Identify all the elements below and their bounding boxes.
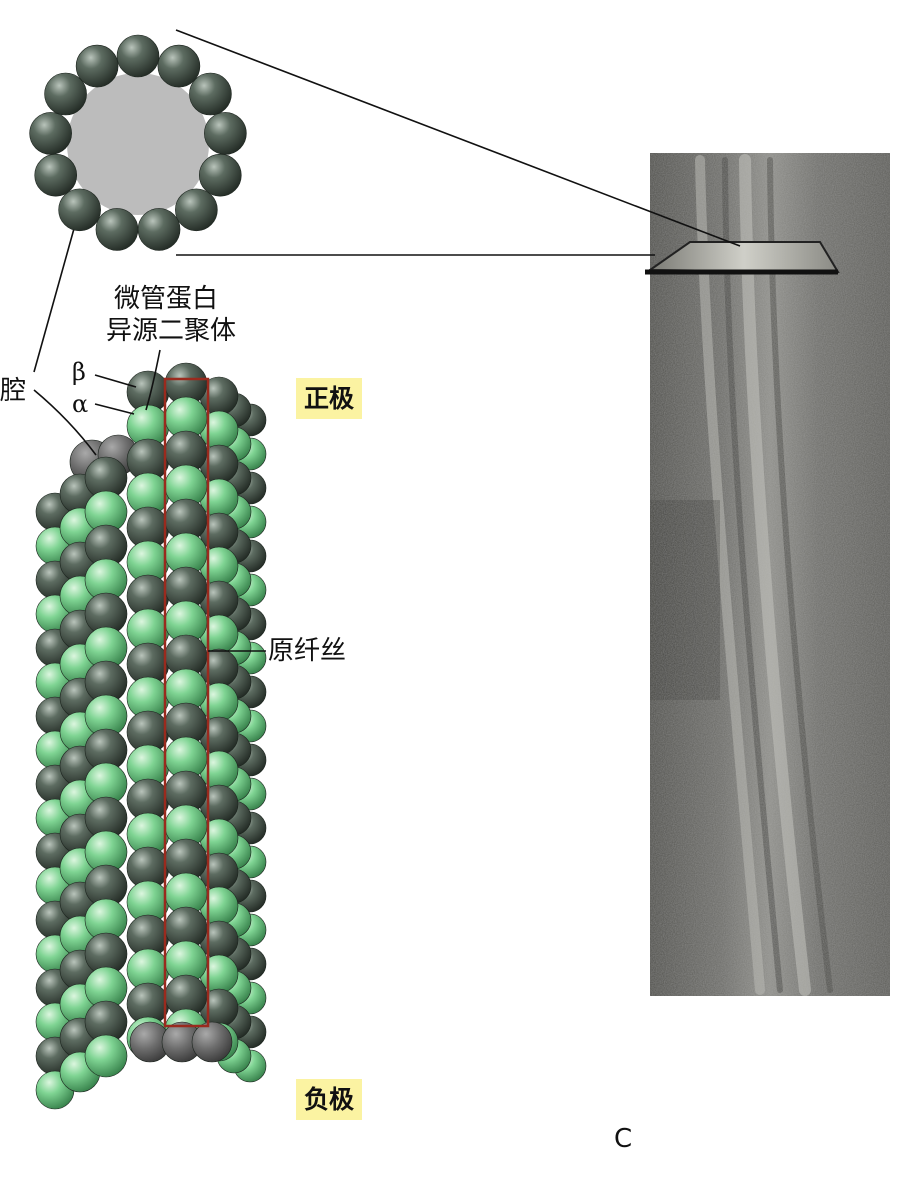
microtubule-cross-section (30, 35, 247, 250)
heterodimer-label-line1: 微管蛋白 (114, 286, 218, 312)
plus-end-badge: 正极 (296, 378, 362, 419)
beta-label: β (72, 360, 86, 384)
ring-subunit (189, 73, 231, 115)
heterodimer-label-line2: 异源二聚体 (106, 318, 236, 344)
ring-subunit (35, 154, 77, 196)
microtubule-lattice (36, 363, 266, 1109)
ring-subunit (30, 112, 72, 154)
ring-subunit (117, 35, 159, 77)
alpha-subunit (85, 1035, 127, 1077)
electron-micrograph (645, 153, 890, 996)
ring-subunit (175, 189, 217, 231)
ring-subunit (96, 208, 138, 250)
ring-subunit (199, 154, 241, 196)
ring-subunit (138, 208, 180, 250)
lumen-label: 腔 (0, 378, 26, 404)
ring-subunit (158, 45, 200, 87)
alpha-label: α (72, 392, 88, 416)
ring-subunit (59, 189, 101, 231)
ring-subunit (76, 45, 118, 87)
minus-end-badge: 负极 (296, 1079, 362, 1120)
minus-end-subunit (192, 1022, 232, 1062)
protofilament-label: 原纤丝 (268, 638, 346, 664)
ring-subunit (45, 73, 87, 115)
panel-letter: C (614, 1126, 632, 1152)
ring-subunit (204, 112, 246, 154)
